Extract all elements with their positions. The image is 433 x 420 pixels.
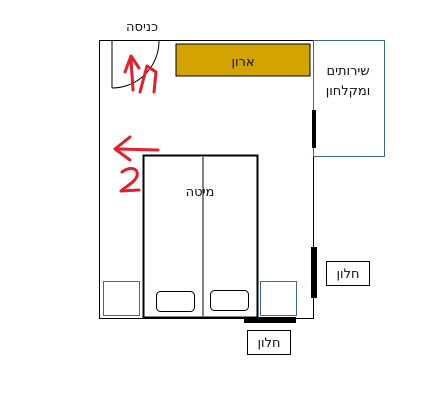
bathroom xyxy=(313,40,385,157)
bathroom-label-line2: ומקלחון xyxy=(326,84,371,99)
window-right-label-box xyxy=(326,261,370,286)
window-bottom-label-box xyxy=(247,330,291,355)
number-2-doodle xyxy=(119,167,141,193)
nightstand-right xyxy=(260,281,297,316)
wardrobe xyxy=(175,43,311,77)
wardrobe-label: ארון xyxy=(231,55,254,70)
arrow-up-icon xyxy=(123,54,141,92)
bed-label: מיטה xyxy=(186,185,215,200)
arrow-left-icon xyxy=(113,135,160,162)
pillow-left xyxy=(156,291,195,312)
red-annotations xyxy=(113,54,160,193)
nightstand-left xyxy=(103,281,140,316)
bed xyxy=(142,154,259,319)
number-1-doodle xyxy=(138,64,158,94)
window-bottom-label: חלון xyxy=(258,336,281,351)
bathroom-label-line1: שירותים xyxy=(326,64,369,79)
pillow-right xyxy=(210,290,249,311)
entrance-label: כניסה xyxy=(126,20,158,35)
window-right-label: חלון xyxy=(337,267,360,282)
